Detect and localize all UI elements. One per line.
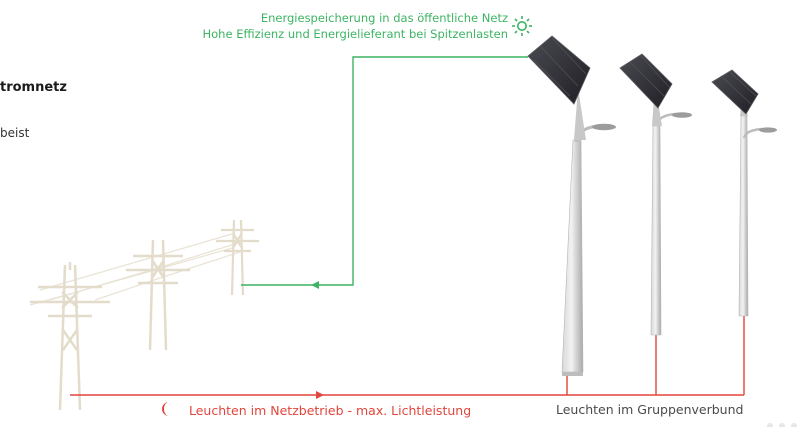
- power-pylon-1: [30, 262, 110, 410]
- solar-panel: [528, 36, 590, 104]
- reflection-dots: [767, 423, 797, 427]
- solar-street-lamp-3: [712, 70, 777, 316]
- power-pylon-2: [126, 240, 190, 350]
- grid-feed-line: [241, 57, 528, 289]
- solar-panel: [620, 54, 672, 108]
- solar-street-lamp-2: [620, 54, 692, 335]
- arrowhead-icon: [311, 281, 319, 289]
- arrowhead-icon: [316, 391, 324, 399]
- sun-icon: [512, 16, 532, 36]
- crescent-moon-icon: [162, 402, 169, 416]
- grid-operation-line: [70, 316, 744, 395]
- solar-street-lamp-1: [528, 36, 616, 376]
